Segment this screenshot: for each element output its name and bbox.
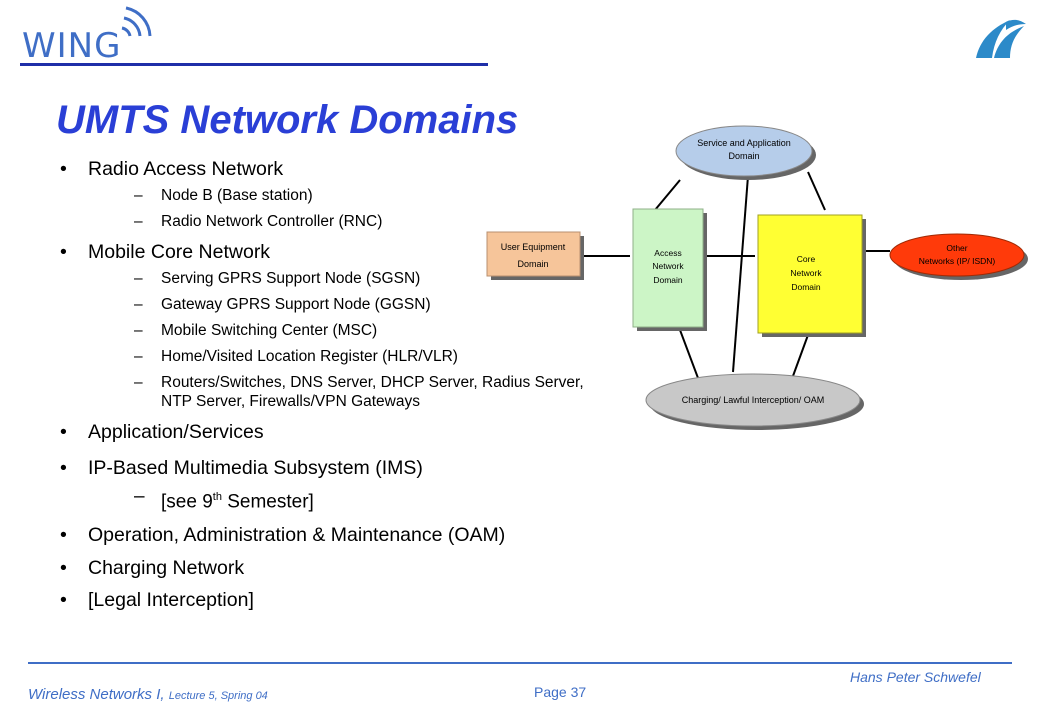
bullet-charging-network: • Charging Network (60, 557, 245, 580)
page-title: UMTS Network Domains (56, 98, 519, 142)
bullet-oam: • Operation, Administration & Maintenanc… (60, 524, 506, 547)
bullet-dot: • (60, 524, 67, 547)
other-networks-domain: Other Networks (IP/ ISDN) (889, 233, 1028, 280)
sub-bullet: –Node B (Base station) (134, 187, 313, 204)
svg-text:Networks (IP/ ISDN): Networks (IP/ ISDN) (919, 256, 996, 266)
svg-text:Network: Network (790, 268, 822, 278)
user-equipment-domain: User Equipment Domain (486, 231, 584, 280)
bullet-legal-interception: • [Legal Interception] (60, 589, 254, 612)
service-domain: Service and Application Domain (675, 125, 816, 180)
signal-waves-icon (121, 6, 152, 37)
footer-course: Wireless Networks I, Lecture 5, Spring 0… (28, 686, 268, 703)
bullet-dot: • (60, 457, 67, 479)
bullet-dot: • (60, 421, 67, 443)
page-number: Page 37 (534, 684, 587, 700)
sub-bullet: –Serving GPRS Support Node (SGSN) (134, 270, 421, 287)
svg-text:Network: Network (652, 261, 684, 271)
svg-text:Domain: Domain (791, 282, 821, 292)
sub-bullet: –Gateway GPRS Support Node (GGSN) (134, 296, 431, 313)
bullet-dot: • (60, 241, 67, 263)
svg-text:Domain: Domain (517, 259, 548, 269)
svg-text:Domain: Domain (728, 151, 759, 161)
core-network-domain: Core Network Domain (757, 214, 866, 337)
university-logo-icon (970, 14, 1028, 62)
wing-logo (22, 2, 172, 66)
bullet-application-services: • Application/Services (60, 421, 264, 443)
bullet-mobile-core-network: • Mobile Core Network –Serving GPRS Supp… (56, 239, 636, 411)
sub-bullet: –Radio Network Controller (RNC) (134, 213, 383, 230)
bullet-ims: • IP-Based Multimedia Subsystem (IMS) –[… (56, 455, 636, 514)
sub-bullet: –Home/Visited Location Register (HLR/VLR… (134, 348, 458, 365)
footer-rule (28, 662, 1012, 664)
footer-author: Hans Peter Schwefel (850, 669, 981, 685)
svg-text:Domain: Domain (653, 275, 683, 285)
connection-lines (583, 171, 890, 379)
sub-bullet: –Mobile Switching Center (MSC) (134, 322, 378, 339)
svg-text:Access: Access (654, 248, 681, 258)
charging-oam-domain: Charging/ Lawful Interception/ OAM (645, 373, 864, 430)
logo-text: WING (22, 26, 122, 66)
bullet-dot: • (60, 557, 67, 580)
svg-text:Core: Core (797, 254, 816, 264)
bullet-dot: • (60, 589, 67, 612)
network-domain-diagram: Service and Application Domain User Equi… (486, 125, 1028, 430)
bullet-radio-access-network: • Radio Access Network –Node B (Base sta… (56, 156, 636, 231)
bullet-dot: • (60, 158, 67, 180)
bullet-list: • Radio Access Network –Node B (Base sta… (56, 156, 636, 613)
svg-text:User Equipment: User Equipment (501, 242, 566, 252)
svg-text:Service and Application: Service and Application (697, 138, 791, 148)
sub-bullet: –[see 9th Semester] (134, 486, 314, 513)
svg-text:Other: Other (946, 243, 967, 253)
sub-bullet: –Routers/Switches, DNS Server, DHCP Serv… (134, 374, 584, 410)
svg-text:Charging/ Lawful Interception/: Charging/ Lawful Interception/ OAM (682, 395, 825, 405)
access-network-domain: Access Network Domain (632, 208, 707, 331)
header-rule (20, 63, 488, 66)
